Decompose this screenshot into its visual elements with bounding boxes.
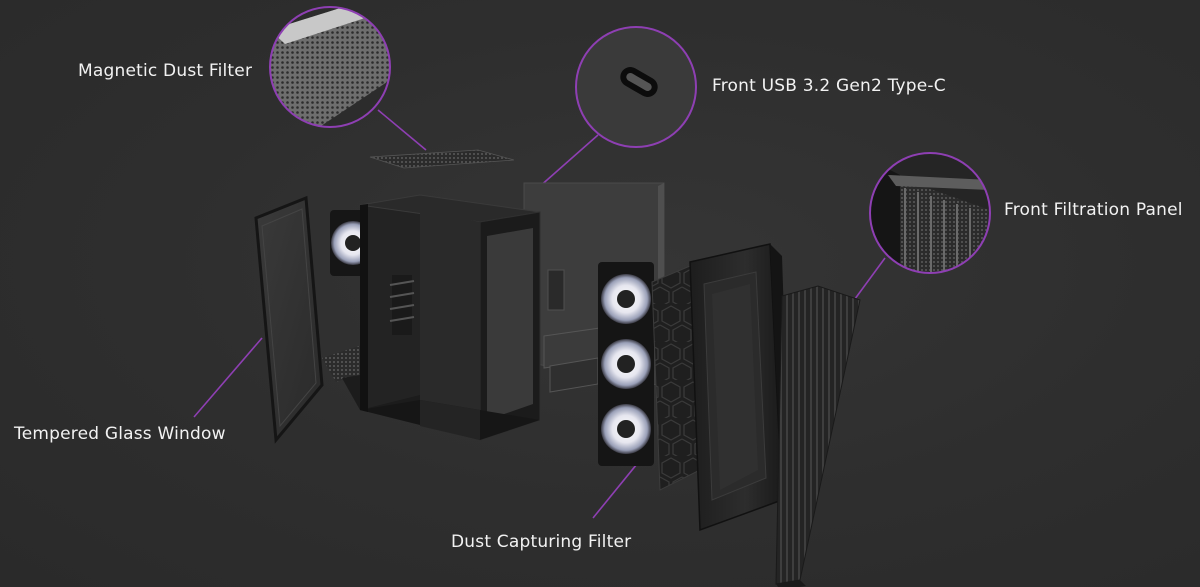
zoom-circle-magnetic-dust-filter <box>269 6 391 128</box>
leader-line-magnetic <box>377 109 427 151</box>
label-magnetic-dust-filter: Magnetic Dust Filter <box>78 61 253 81</box>
label-front-filtration-panel: Front Filtration Panel <box>1004 200 1183 220</box>
zoom-circle-usb-type-c <box>575 26 697 148</box>
zoom-circle-front-filtration-panel <box>869 152 991 274</box>
front-fan-1 <box>601 274 651 324</box>
drive-cage <box>543 269 601 393</box>
front-fan-stack <box>598 262 654 466</box>
tempered-glass-panel <box>254 195 324 444</box>
usb-type-c-port-icon <box>620 67 658 97</box>
top-dust-filter-sheet <box>369 149 515 169</box>
label-dust-capturing-filter: Dust Capturing Filter <box>451 532 632 552</box>
front-panel-frame <box>689 243 790 532</box>
leader-line-tempered <box>193 337 263 418</box>
main-chassis <box>359 194 541 441</box>
front-fan-3 <box>601 404 651 454</box>
label-tempered-glass-window: Tempered Glass Window <box>14 424 226 444</box>
front-filtration-slat-panel <box>775 285 861 587</box>
front-fan-2 <box>601 339 651 389</box>
label-front-usb: Front USB 3.2 Gen2 Type-C <box>712 76 946 96</box>
